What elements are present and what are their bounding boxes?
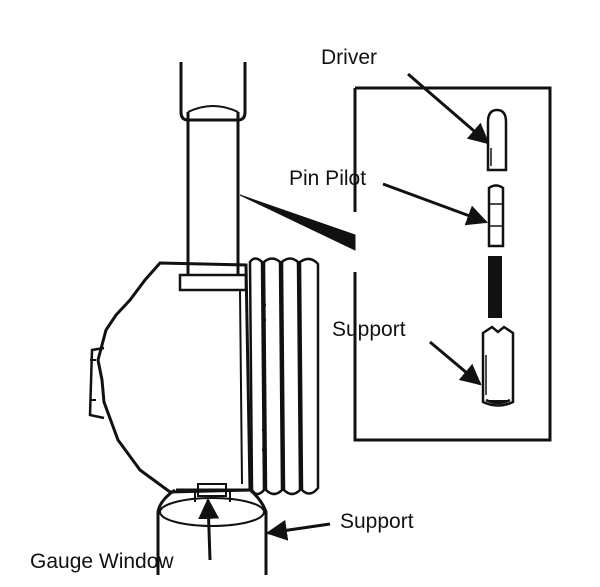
tool-shaft bbox=[178, 62, 248, 292]
leader-lines bbox=[198, 72, 490, 561]
inset-callout-wedge bbox=[239, 194, 356, 251]
driver-part bbox=[486, 108, 508, 172]
compressor-housing bbox=[88, 261, 252, 494]
driver-leader bbox=[407, 72, 490, 145]
gauge-window-leader bbox=[198, 497, 220, 561]
pin-pilot-part bbox=[487, 184, 505, 248]
gauge-window-opening bbox=[197, 483, 227, 497]
support-inset-label: Support bbox=[332, 318, 406, 341]
support-bottom-label: Support bbox=[340, 510, 414, 533]
pulley-grooves bbox=[248, 257, 320, 496]
pin-pilot-leader bbox=[382, 182, 488, 226]
support-part bbox=[481, 325, 515, 407]
support-bottom-leader bbox=[265, 519, 331, 541]
gauge-window-label: Gauge Window bbox=[30, 550, 174, 573]
detail-inset bbox=[353, 86, 552, 442]
bottom-support bbox=[156, 488, 268, 575]
support-inset-leader bbox=[429, 340, 482, 386]
roll-pin-part bbox=[488, 256, 502, 318]
driver-label: Driver bbox=[321, 46, 377, 69]
pin-pilot-label: Pin Pilot bbox=[289, 167, 366, 190]
